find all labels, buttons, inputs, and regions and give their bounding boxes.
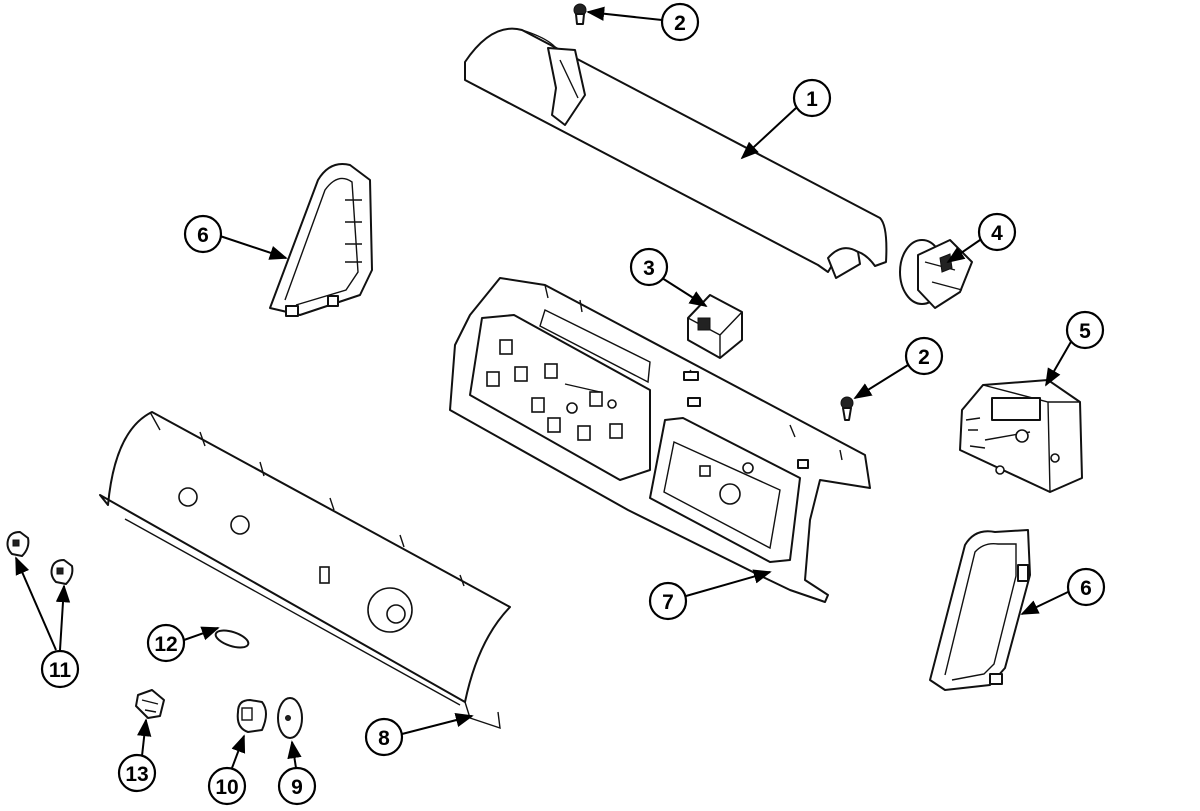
leader-11b bbox=[55, 584, 71, 651]
callout-2-top: 2 bbox=[660, 2, 700, 42]
leader-13 bbox=[137, 718, 152, 757]
part-end-cap-left bbox=[269, 163, 373, 317]
part-wire-clip bbox=[135, 689, 165, 719]
callout-12: 12 bbox=[146, 623, 186, 663]
part-screw-mid bbox=[840, 396, 854, 421]
leader-5 bbox=[1045, 339, 1073, 387]
callout-11: 11 bbox=[40, 649, 80, 689]
svg-text:2: 2 bbox=[918, 346, 930, 369]
callout-2-mid: 2 bbox=[904, 336, 944, 376]
svg-text:11: 11 bbox=[49, 659, 72, 682]
leader-1 bbox=[740, 107, 797, 160]
part-pressure-switch bbox=[899, 239, 973, 309]
leader-6-right bbox=[1020, 591, 1069, 615]
svg-text:9: 9 bbox=[291, 776, 303, 799]
callout-13: 13 bbox=[117, 753, 157, 793]
svg-text:8: 8 bbox=[378, 727, 390, 750]
svg-text:6: 6 bbox=[1080, 577, 1092, 600]
svg-text:5: 5 bbox=[1079, 320, 1091, 343]
part-selector-knob-a bbox=[6, 531, 30, 557]
part-screw-top bbox=[573, 3, 587, 25]
callout-6-right: 6 bbox=[1066, 567, 1106, 607]
svg-text:1: 1 bbox=[806, 88, 818, 111]
callout-10: 10 bbox=[207, 766, 247, 806]
part-knob-skirt bbox=[277, 697, 303, 739]
leader-8 bbox=[401, 713, 474, 735]
part-indicator-lens bbox=[214, 629, 250, 649]
callout-3: 3 bbox=[629, 247, 669, 287]
svg-text:7: 7 bbox=[662, 591, 674, 614]
svg-text:4: 4 bbox=[991, 222, 1003, 245]
svg-text:10: 10 bbox=[215, 776, 238, 799]
svg-text:12: 12 bbox=[154, 633, 177, 656]
leader-2-mid bbox=[853, 364, 909, 399]
callout-7: 7 bbox=[648, 581, 688, 621]
part-control-panel-frame bbox=[449, 277, 871, 603]
callout-1: 1 bbox=[792, 78, 832, 118]
svg-text:6: 6 bbox=[197, 224, 209, 247]
leader-10 bbox=[231, 734, 246, 769]
part-end-cap-right bbox=[929, 529, 1031, 691]
part-selector-knob-b bbox=[50, 559, 74, 585]
part-switch bbox=[687, 294, 743, 359]
leader-12 bbox=[183, 626, 220, 641]
leader-11a bbox=[15, 556, 57, 651]
callout-9: 9 bbox=[277, 766, 317, 806]
callout-8: 8 bbox=[364, 717, 404, 757]
callout-4: 4 bbox=[977, 212, 1017, 252]
svg-text:3: 3 bbox=[643, 257, 655, 280]
svg-text:13: 13 bbox=[125, 763, 148, 786]
callout-5: 5 bbox=[1065, 310, 1105, 350]
part-timer bbox=[959, 379, 1083, 493]
leader-4 bbox=[946, 239, 981, 264]
leader-3 bbox=[661, 277, 708, 307]
leader-lines bbox=[15, 6, 1073, 769]
leader-6-left bbox=[219, 235, 288, 260]
svg-text:2: 2 bbox=[674, 12, 686, 35]
part-front-panel bbox=[99, 411, 511, 730]
part-console-top-cover bbox=[464, 27, 888, 279]
callout-6-left: 6 bbox=[183, 214, 223, 254]
leader-2-top bbox=[586, 6, 663, 21]
leader-7 bbox=[685, 569, 772, 597]
leader-9 bbox=[287, 740, 302, 769]
part-timer-knob bbox=[236, 699, 267, 733]
